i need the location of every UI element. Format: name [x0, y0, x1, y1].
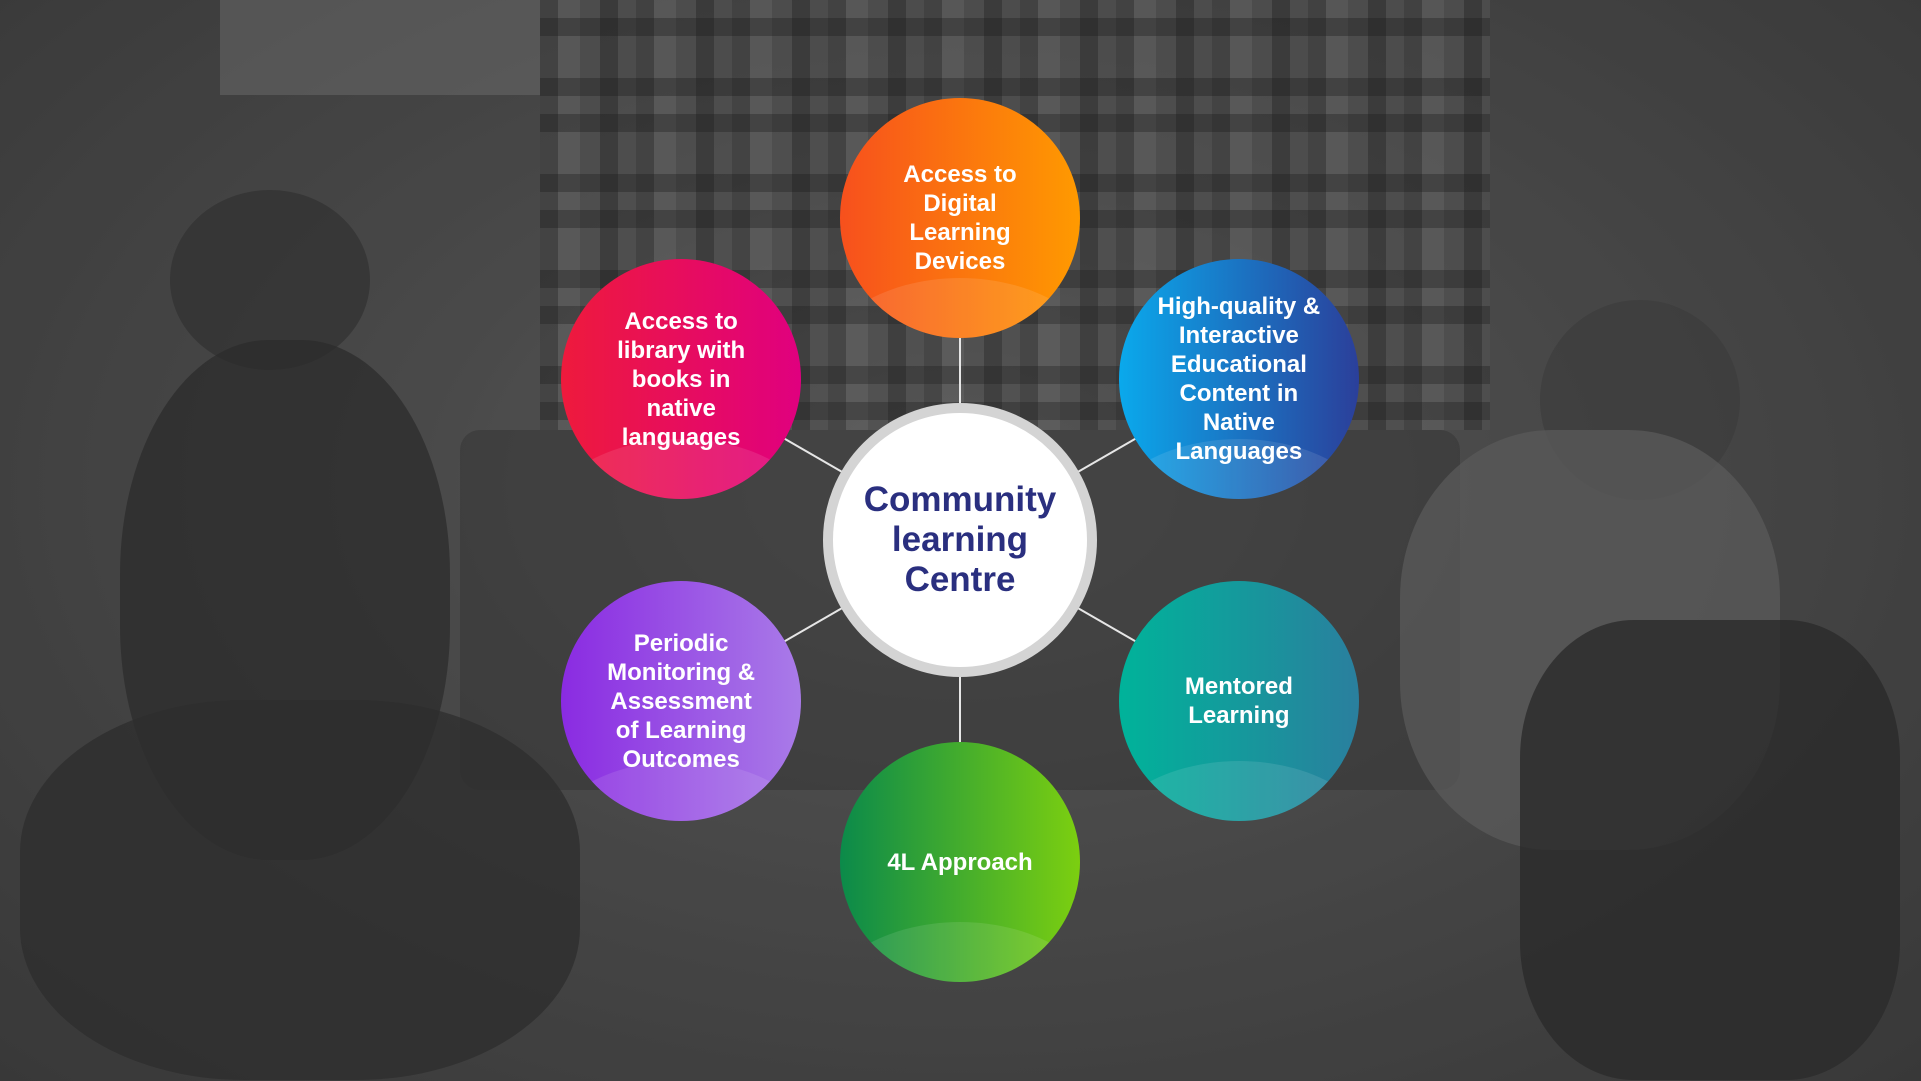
- node-monitoring: Periodic Monitoring & Assessment of Lear…: [561, 581, 802, 821]
- node-4l-approach: 4L Approach: [840, 742, 1080, 982]
- node-digital-devices: Access to Digital Learning Devices: [840, 98, 1080, 338]
- node-monitoring-label: Periodic Monitoring & Assessment of Lear…: [607, 629, 756, 773]
- node-4l-approach-label: 4L Approach: [887, 848, 1033, 876]
- hub-label: Community learning Centre: [863, 480, 1057, 599]
- connector-line-mentored-learning: [1074, 605, 1138, 643]
- node-library: Access to library with books in native l…: [561, 259, 802, 499]
- node-mentored-learning: Mentored Learning: [1118, 581, 1359, 821]
- connector-line-library: [782, 437, 846, 475]
- node-library-label: Access to library with books in native l…: [617, 307, 746, 451]
- node-mentored-learning-label: Mentored Learning: [1184, 673, 1293, 729]
- hub-circle: Community learning Centre: [823, 403, 1097, 677]
- background-chair: [1520, 620, 1900, 1080]
- connector-line-monitoring: [782, 605, 846, 643]
- background-child-foreground: [20, 700, 580, 1080]
- node-digital-devices-label: Access to Digital Learning Devices: [903, 161, 1017, 275]
- node-interactive-content-label: High-quality & Interactive Educational C…: [1157, 293, 1321, 465]
- node-interactive-content: High-quality & Interactive Educational C…: [1118, 259, 1359, 499]
- connector-line-interactive-content: [1074, 437, 1138, 475]
- background-poster: [220, 0, 540, 95]
